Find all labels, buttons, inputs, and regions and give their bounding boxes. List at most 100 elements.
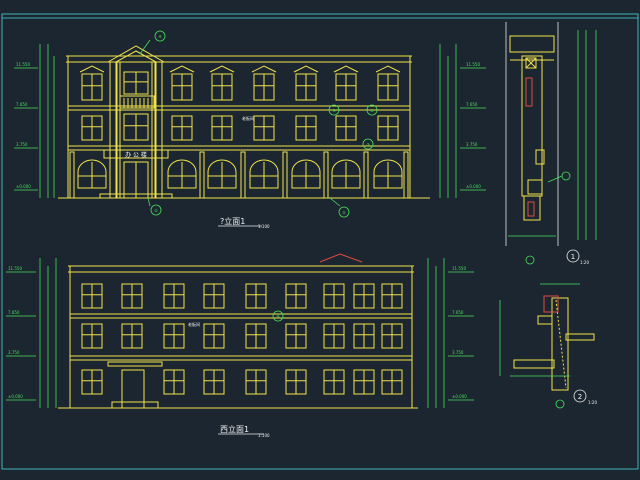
- balcony-balusters: [123, 98, 149, 108]
- callout-bubble: [561, 171, 571, 181]
- detail-1-dims: [577, 30, 597, 240]
- window-pediment: [209, 65, 235, 73]
- pilaster: [363, 151, 369, 199]
- front-windows: [77, 65, 403, 189]
- front-level-marks-right: 11.550 7.650 3.750 ±0.000: [460, 62, 486, 191]
- west-windows: [81, 283, 403, 395]
- svg-text:3.750: 3.750: [452, 350, 464, 355]
- front-elevation-scale: 1:100: [258, 224, 270, 229]
- svg-text:③: ③: [370, 108, 374, 113]
- sheet-frame: [1, 13, 639, 470]
- detail-2-dims: [499, 283, 580, 376]
- pilaster: [323, 151, 329, 199]
- svg-text:11.550: 11.550: [8, 266, 22, 271]
- window-pediment: [251, 65, 277, 73]
- arched-window: [249, 159, 279, 189]
- detail-2-label: 2: [578, 393, 582, 401]
- callout-bubble: [362, 138, 374, 150]
- arched-window: [207, 159, 237, 189]
- arched-window: [373, 159, 403, 189]
- svg-text:±0.000: ±0.000: [452, 394, 467, 399]
- pilaster: [69, 151, 75, 199]
- west-callouts[interactable]: ⑧: [272, 310, 284, 322]
- pilaster: [282, 151, 288, 199]
- arched-window: [167, 159, 197, 189]
- arched-window: [77, 159, 107, 189]
- window-pediment: [375, 65, 401, 73]
- svg-text:②: ②: [154, 208, 158, 213]
- svg-text:±0.000: ±0.000: [16, 184, 31, 189]
- svg-text:⑧: ⑧: [276, 314, 280, 319]
- side-steps: [111, 401, 159, 409]
- svg-text:±0.000: ±0.000: [8, 394, 23, 399]
- parapet: [509, 35, 555, 53]
- detail-2-scale: 1:20: [588, 400, 597, 405]
- detail-red-insert: [525, 77, 533, 107]
- front-elevation[interactable]: 办 公 楼 老板间 11.550 7.650 3.750 ±0.000: [14, 30, 486, 229]
- svg-text:③: ③: [366, 142, 370, 147]
- arched-window: [291, 159, 321, 189]
- front-callouts[interactable]: ④ ④ ③ ③ ② ①: [139, 30, 378, 218]
- front-dim-right: [439, 44, 457, 198]
- arched-window: [331, 159, 361, 189]
- svg-text:3.750: 3.750: [8, 350, 20, 355]
- front-level-marks-left: 11.550 7.650 3.750 ±0.000: [14, 62, 38, 191]
- pediment: [106, 45, 166, 63]
- svg-text:④: ④: [332, 108, 336, 113]
- pilaster: [403, 151, 409, 199]
- room-tag: 老板间: [242, 115, 254, 121]
- callout-bubble: [272, 310, 284, 322]
- svg-text:±0.000: ±0.000: [466, 184, 481, 189]
- wall-core: [521, 55, 543, 197]
- callout-bubble: [366, 104, 378, 116]
- balcony: [119, 95, 155, 109]
- room-tag: 老板间: [188, 321, 200, 327]
- canopy: [107, 361, 163, 367]
- window-pediment: [169, 65, 195, 73]
- svg-text:④: ④: [158, 34, 162, 39]
- foundation-wall: [551, 297, 569, 391]
- callout-bubble: [338, 206, 350, 218]
- west-dim-right: [427, 258, 445, 408]
- entrance-sign: 办 公 楼: [125, 151, 147, 159]
- callout-bubble: [328, 104, 340, 116]
- callout-bubble: [150, 204, 162, 216]
- west-elevation-scale: 1:100: [258, 433, 270, 438]
- detail-2-foundation[interactable]: 2 1:20: [499, 283, 597, 409]
- front-dim-left: [39, 44, 55, 198]
- window-pediment: [79, 65, 105, 73]
- callout-bubble: [154, 30, 166, 42]
- front-pilasters: [69, 151, 409, 199]
- roof-peak: [319, 253, 363, 263]
- window-sill-section: [523, 195, 541, 221]
- svg-text:7.650: 7.650: [452, 310, 464, 315]
- west-elevation[interactable]: 老板间 ⑧ 11.550 7.650 3.750 ±0.000 11.550: [6, 253, 474, 438]
- svg-text:7.650: 7.650: [8, 310, 20, 315]
- detail-1-wall-section[interactable]: 1 1:20: [505, 22, 597, 265]
- west-dim-left: [39, 258, 57, 408]
- window-pediment: [293, 65, 319, 73]
- svg-text:3.750: 3.750: [16, 142, 28, 147]
- svg-text:11.550: 11.550: [452, 266, 466, 271]
- front-elevation-title: ?立面1: [220, 216, 245, 226]
- entrance-steps: [99, 193, 173, 199]
- floor-slab: [565, 333, 595, 341]
- west-elevation-title: 西立面1: [220, 424, 249, 434]
- svg-text:①: ①: [342, 210, 346, 215]
- svg-text:11.550: 11.550: [466, 62, 480, 67]
- west-level-marks-right: 11.550 7.650 3.750 ±0.000: [448, 266, 474, 401]
- window-pediment: [333, 65, 359, 73]
- detail-2-marker: [573, 389, 587, 403]
- footing: [513, 359, 555, 369]
- lintel-block: [525, 57, 537, 69]
- detail-1-label: 1: [571, 253, 575, 261]
- svg-text:7.650: 7.650: [16, 102, 28, 107]
- detail-1-scale: 1:20: [580, 260, 589, 265]
- pilaster: [240, 151, 246, 199]
- pediment-inner: [115, 50, 157, 63]
- svg-text:7.650: 7.650: [466, 102, 478, 107]
- west-level-marks-left: 11.550 7.650 3.750 ±0.000: [6, 266, 36, 401]
- detail-1-marker: [566, 249, 580, 263]
